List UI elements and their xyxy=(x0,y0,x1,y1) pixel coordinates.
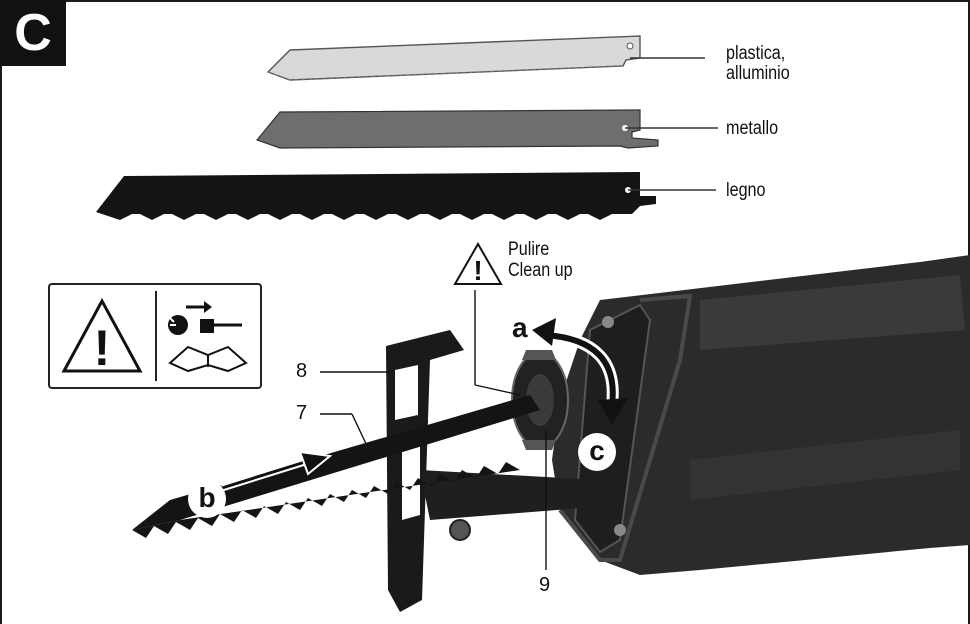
caution-line-2: Clean up xyxy=(508,260,573,281)
unplug-manual-icon xyxy=(168,301,248,373)
blade-wood-icon xyxy=(96,172,716,220)
part-number-7: 7 xyxy=(296,402,308,424)
reciprocating-saw-icon xyxy=(386,255,970,612)
rotate-arrow-icon xyxy=(532,318,628,425)
label-plastic-aluminium: plastica, alluminio xyxy=(726,44,790,84)
step-c-label: c xyxy=(578,433,616,471)
section-badge: C xyxy=(0,0,66,66)
label-plastic-aluminium-text: plastica, alluminio xyxy=(726,43,790,84)
leader-7 xyxy=(351,413,369,449)
inserted-blade-icon xyxy=(132,395,540,538)
caution-line-1: Pulire xyxy=(508,239,550,260)
insert-arrow-icon xyxy=(220,450,333,492)
step-b-label: b xyxy=(188,480,226,518)
blade-plastic-aluminium-icon xyxy=(266,35,705,81)
svg-text:!: ! xyxy=(94,320,111,376)
caution-triangle-icon: ! xyxy=(453,241,503,286)
part-number-9: 9 xyxy=(539,574,551,596)
warning-triangle-icon: ! xyxy=(61,297,143,376)
leader-cleanup xyxy=(474,384,521,396)
part-number-8: 8 xyxy=(296,360,308,382)
warning-box-divider xyxy=(155,291,157,381)
warning-box: ! xyxy=(48,283,262,389)
label-metal: metallo xyxy=(726,118,779,139)
label-wood: legno xyxy=(726,180,766,201)
svg-text:!: ! xyxy=(473,255,482,286)
step-a-label: a xyxy=(512,312,528,343)
blade-metal-icon xyxy=(255,109,718,149)
